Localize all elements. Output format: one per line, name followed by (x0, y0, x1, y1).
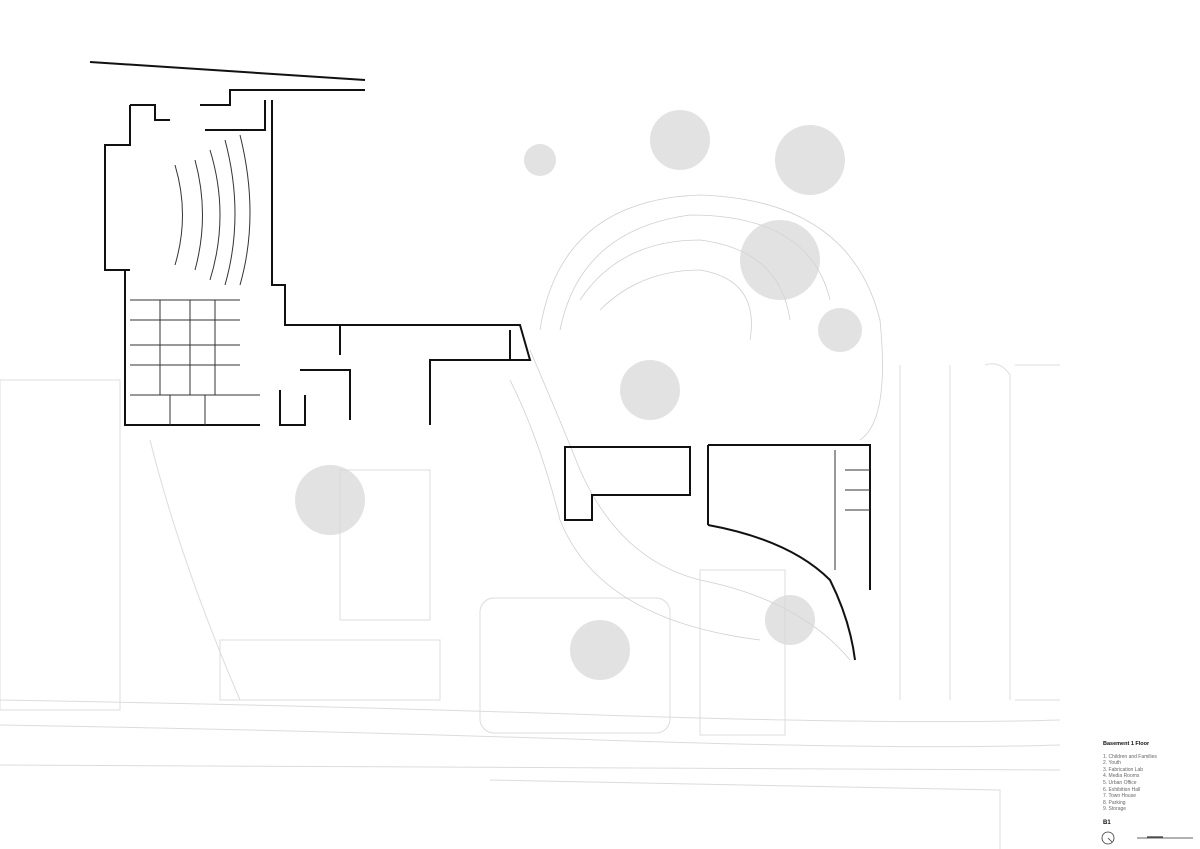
legend-item: 2. Youth (1103, 760, 1122, 767)
legend-item: 8. Parking (1103, 799, 1126, 806)
legend-item: 3. Fabrication Lab (1103, 766, 1144, 773)
legend: Basement 1 Floor 1. Children and Familie… (1103, 741, 1157, 813)
legend-item: 1. Children and Families (1103, 753, 1157, 760)
legend-item: 9. Storage (1103, 806, 1127, 813)
walls (89, 61, 871, 661)
context-streets (0, 363, 1061, 849)
legend-title: Basement 1 Floor (1103, 741, 1150, 747)
legend-item: 5. Urban Office (1103, 779, 1137, 786)
interior-partitions (130, 134, 870, 570)
legend-item: 7. Town House (1103, 793, 1136, 800)
trees (295, 110, 862, 680)
legend-item: 4. Media Rooms (1103, 773, 1140, 780)
landscape-mound (509, 194, 883, 661)
scale-bar-icon (1137, 836, 1193, 839)
sheet-label: B1 (1103, 820, 1111, 826)
legend-item: 6. Exhibition Hall (1103, 786, 1141, 793)
north-arrow-icon (1101, 831, 1115, 845)
